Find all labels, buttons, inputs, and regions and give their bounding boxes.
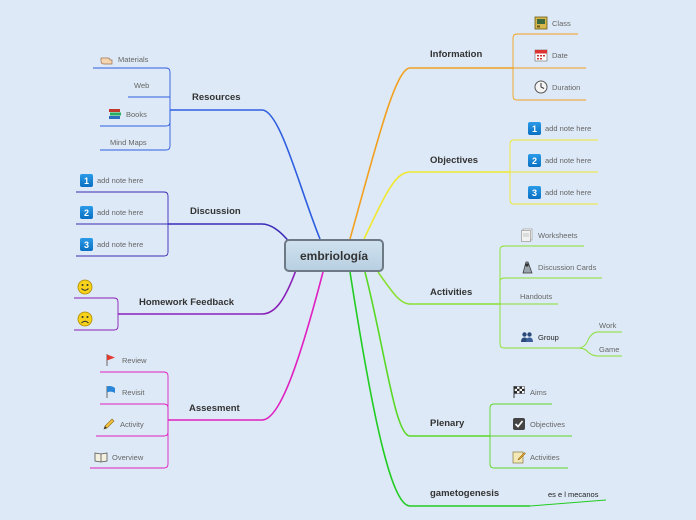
smiley-happy-icon (77, 279, 93, 295)
blue-flag-icon (104, 385, 118, 399)
leaf-date[interactable]: Date (534, 48, 568, 62)
gametogenesis-connector (349, 271, 530, 507)
leaf-overview[interactable]: Overview (94, 450, 143, 464)
branch-activities[interactable]: Activities (430, 287, 473, 298)
leaf-duration[interactable]: Duration (534, 80, 580, 94)
checkered-flag-icon (512, 385, 526, 399)
discussion-note-3[interactable]: 3 add note here (80, 238, 143, 251)
smiley-sad-icon (77, 311, 93, 327)
leaf-group[interactable]: Group (520, 330, 559, 344)
branch-resources[interactable]: Resources (192, 92, 241, 103)
clock-icon (534, 80, 548, 94)
note-pencil-icon (512, 450, 526, 464)
central-topic[interactable]: embriología (284, 239, 384, 272)
branch-assessment[interactable]: Assesment (189, 403, 240, 414)
leaf-plenary-objectives[interactable]: Objectives (512, 417, 565, 431)
number-one-icon: 1 (528, 122, 541, 135)
branch-homework-feedback[interactable]: Homework Feedback (139, 297, 235, 308)
objectives-note-1[interactable]: 1 add note here (528, 122, 591, 135)
open-book-icon (94, 450, 108, 464)
branch-plenary[interactable]: Plenary (430, 418, 465, 429)
leaf-happy[interactable] (77, 279, 93, 295)
discussion-note-2[interactable]: 2 add note here (80, 206, 143, 219)
leaf-sad[interactable] (77, 311, 93, 327)
number-two-icon: 2 (528, 154, 541, 167)
branch-information[interactable]: Information (430, 49, 483, 60)
branch-gametogenesis[interactable]: gametogenesis (430, 488, 500, 499)
leaf-plenary-activities[interactable]: Activities (512, 450, 560, 464)
worksheets-icon (520, 228, 534, 242)
leaf-handouts[interactable]: Handouts (520, 292, 553, 301)
discussion-connector (168, 223, 291, 244)
assessment-connector (168, 271, 324, 421)
leaf-gametogenesis-note[interactable]: es e l mecanos (548, 490, 599, 499)
leaf-activity[interactable]: Activity (102, 417, 144, 431)
hand-pointer-icon (100, 52, 114, 66)
group-people-icon (520, 330, 534, 344)
leaf-books[interactable]: Books (108, 107, 147, 121)
leaf-worksheets[interactable]: Worksheets (520, 228, 577, 242)
plenary-connector (364, 271, 490, 437)
number-three-icon: 3 (528, 186, 541, 199)
leaf-mind-maps[interactable]: Mind Maps (110, 138, 147, 147)
discussion-cards-icon (520, 260, 534, 274)
leaf-review[interactable]: Review (104, 353, 147, 367)
leaf-revisit[interactable]: Revisit (104, 385, 145, 399)
number-one-icon: 1 (80, 174, 93, 187)
leaf-class[interactable]: Class (534, 16, 571, 30)
classroom-icon (534, 16, 548, 30)
calendar-icon (534, 48, 548, 62)
checkbox-icon (512, 417, 526, 431)
leaf-aims[interactable]: Aims (512, 385, 547, 399)
objectives-note-2[interactable]: 2 add note here (528, 154, 591, 167)
objectives-note-3[interactable]: 3 add note here (528, 186, 591, 199)
homework-connector (118, 269, 297, 315)
branch-discussion[interactable]: Discussion (190, 206, 241, 217)
objectives-connector (363, 171, 510, 240)
books-icon (108, 107, 122, 121)
resources-connector (170, 109, 321, 240)
leaf-materials[interactable]: Materials (100, 52, 148, 66)
branch-objectives[interactable]: Objectives (430, 155, 479, 166)
activities-connector (377, 271, 500, 305)
leaf-discussion-cards[interactable]: Discussion Cards (520, 260, 596, 274)
information-connector (349, 67, 513, 240)
discussion-note-1[interactable]: 1 add note here (80, 174, 143, 187)
leaf-work[interactable]: Work (599, 321, 617, 330)
pencil-icon (102, 417, 116, 431)
leaf-web[interactable]: Web (134, 81, 150, 90)
leaf-game[interactable]: Game (599, 345, 620, 354)
number-two-icon: 2 (80, 206, 93, 219)
red-flag-icon (104, 353, 118, 367)
number-three-icon: 3 (80, 238, 93, 251)
